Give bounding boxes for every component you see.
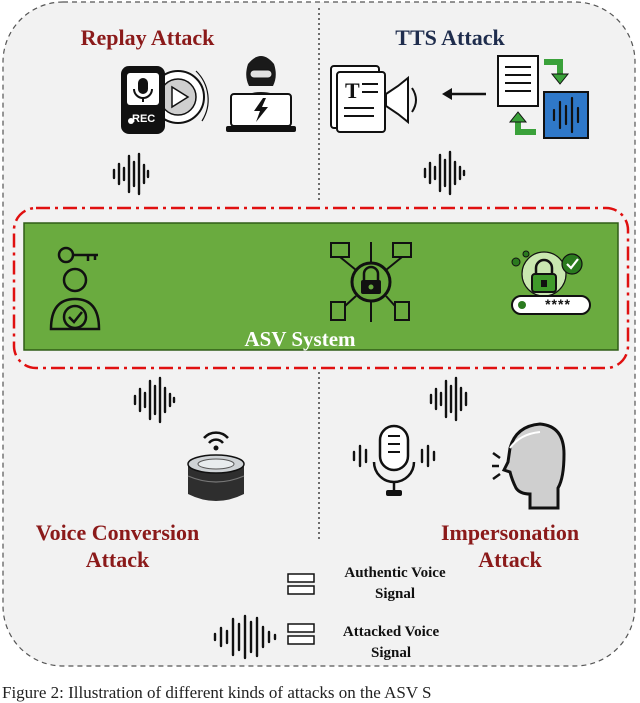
svg-text:T: T [345, 78, 360, 103]
replay-attack-title: Replay Attack [80, 25, 215, 50]
tts-attack-title: TTS Attack [395, 25, 505, 50]
tts-arrow-icon [442, 88, 486, 100]
legend-attacked-marker-icon [287, 623, 315, 645]
hacker-icon [226, 56, 296, 132]
asv-system-title: ASV System [244, 327, 356, 351]
voice-conversion-title-line1: Voice Conversion [35, 520, 200, 545]
replay-recorder-icon [121, 66, 209, 134]
imp-waveform-icon [429, 376, 468, 422]
figure-caption: Figure 2: Illustration of different kind… [2, 683, 432, 702]
replay-waveform-icon [112, 152, 150, 196]
speaking-head-icon [492, 422, 566, 510]
legend-attacked-label: Attacked Voice Signal [318, 622, 464, 664]
legend-attacked-waveform-icon [213, 614, 277, 660]
vc-authentic-waveform-icon [49, 442, 107, 488]
tts-waveform-icon [423, 150, 466, 196]
vc-waveform-icon [133, 376, 176, 424]
asv-waveform-icon [176, 256, 228, 302]
impersonation-title-line2: Attack [478, 547, 542, 572]
legend-authentic-marker-icon [287, 573, 315, 595]
impersonation-title-line1: Impersonation [440, 520, 580, 545]
voice-conversion-title-line2: Attack [85, 547, 150, 572]
user-key-icon [49, 246, 101, 331]
password-lock-icon [511, 250, 591, 315]
asv-dashed-border [12, 206, 630, 370]
tts-conversion-icon [497, 55, 589, 139]
impersonation-title: Impersonation Attack [410, 519, 610, 573]
security-network-icon [330, 242, 412, 322]
legend-authentic-label: Authentic Voice Signal [322, 563, 468, 605]
legend-authentic-label-line1: Authentic Voice [344, 565, 446, 581]
authentic-waveform-icon [27, 76, 91, 120]
voice-conversion-title: Voice Conversion Attack [5, 519, 230, 573]
smart-speaker-icon [187, 431, 245, 501]
legend-authentic-label-line2: Signal [374, 586, 416, 602]
password-mask: **** [545, 296, 571, 312]
legend-attacked-label-line2: Signal [370, 645, 412, 661]
tts-document-speaker-icon: T [330, 65, 417, 133]
asv-green-box [23, 222, 619, 351]
recorder-label: REC [132, 113, 156, 125]
legend-authentic-waveform-icon [209, 566, 267, 606]
legend-attacked-label-line1: Attacked Voice [342, 624, 440, 640]
microphone-icon [352, 424, 436, 496]
